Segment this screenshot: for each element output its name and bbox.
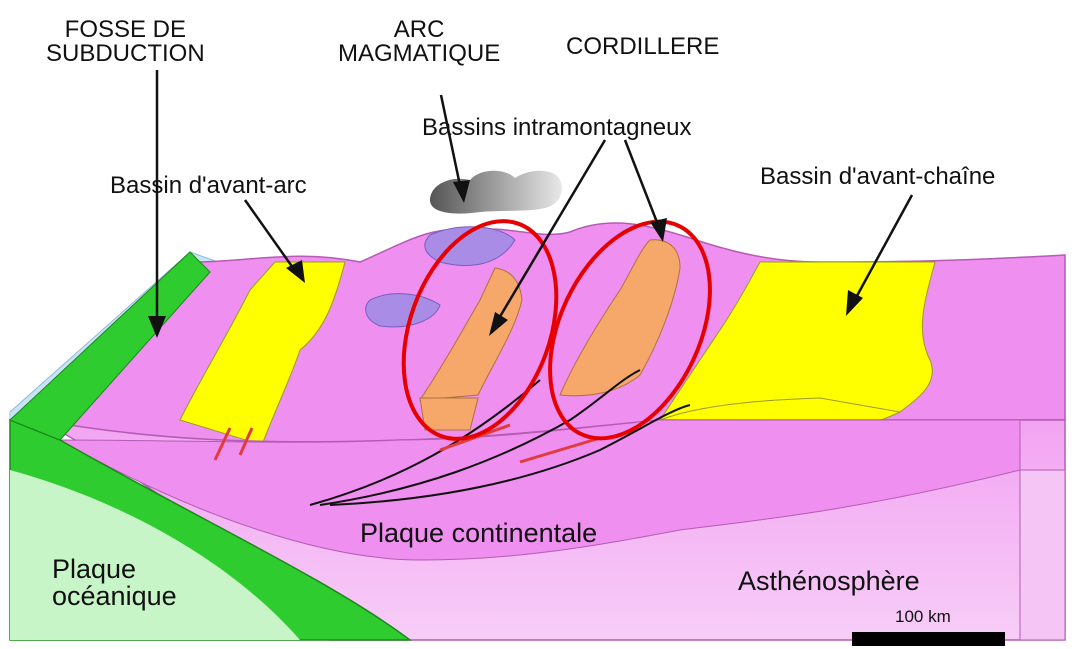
arrow-intramontane-2: [625, 140, 660, 230]
label-bassin-avant-chaine: Bassin d'avant-chaîne: [760, 165, 995, 189]
label-fosse-line1: FOSSE DE: [46, 18, 205, 42]
label-scale: 100 km: [895, 608, 951, 625]
label-arc-line2: MAGMATIQUE: [338, 42, 500, 66]
intramontane-basin-1-front: [420, 398, 478, 430]
label-arc-line1: ARC: [338, 18, 500, 42]
label-plaque-oceanique-line1: Plaque: [52, 556, 177, 583]
label-cordillere: CORDILLERE: [566, 35, 719, 59]
label-fosse: FOSSE DE SUBDUCTION: [46, 18, 205, 66]
asthenosphere-block: [1020, 470, 1065, 640]
volcanic-cloud: [430, 171, 562, 214]
label-bassins-intramontagneux: Bassins intramontagneux: [422, 116, 691, 140]
label-arc-magmatique: ARC MAGMATIQUE: [338, 18, 500, 66]
label-plaque-oceanique: Plaque océanique: [52, 556, 177, 610]
label-fosse-line2: SUBDUCTION: [46, 42, 205, 66]
label-bassin-avant-arc: Bassin d'avant-arc: [110, 174, 307, 198]
label-plaque-continentale: Plaque continentale: [360, 520, 597, 547]
label-asthenosphere: Asthénosphère: [738, 568, 920, 595]
scale-bar: [852, 632, 1005, 646]
label-plaque-oceanique-line2: océanique: [52, 583, 177, 610]
